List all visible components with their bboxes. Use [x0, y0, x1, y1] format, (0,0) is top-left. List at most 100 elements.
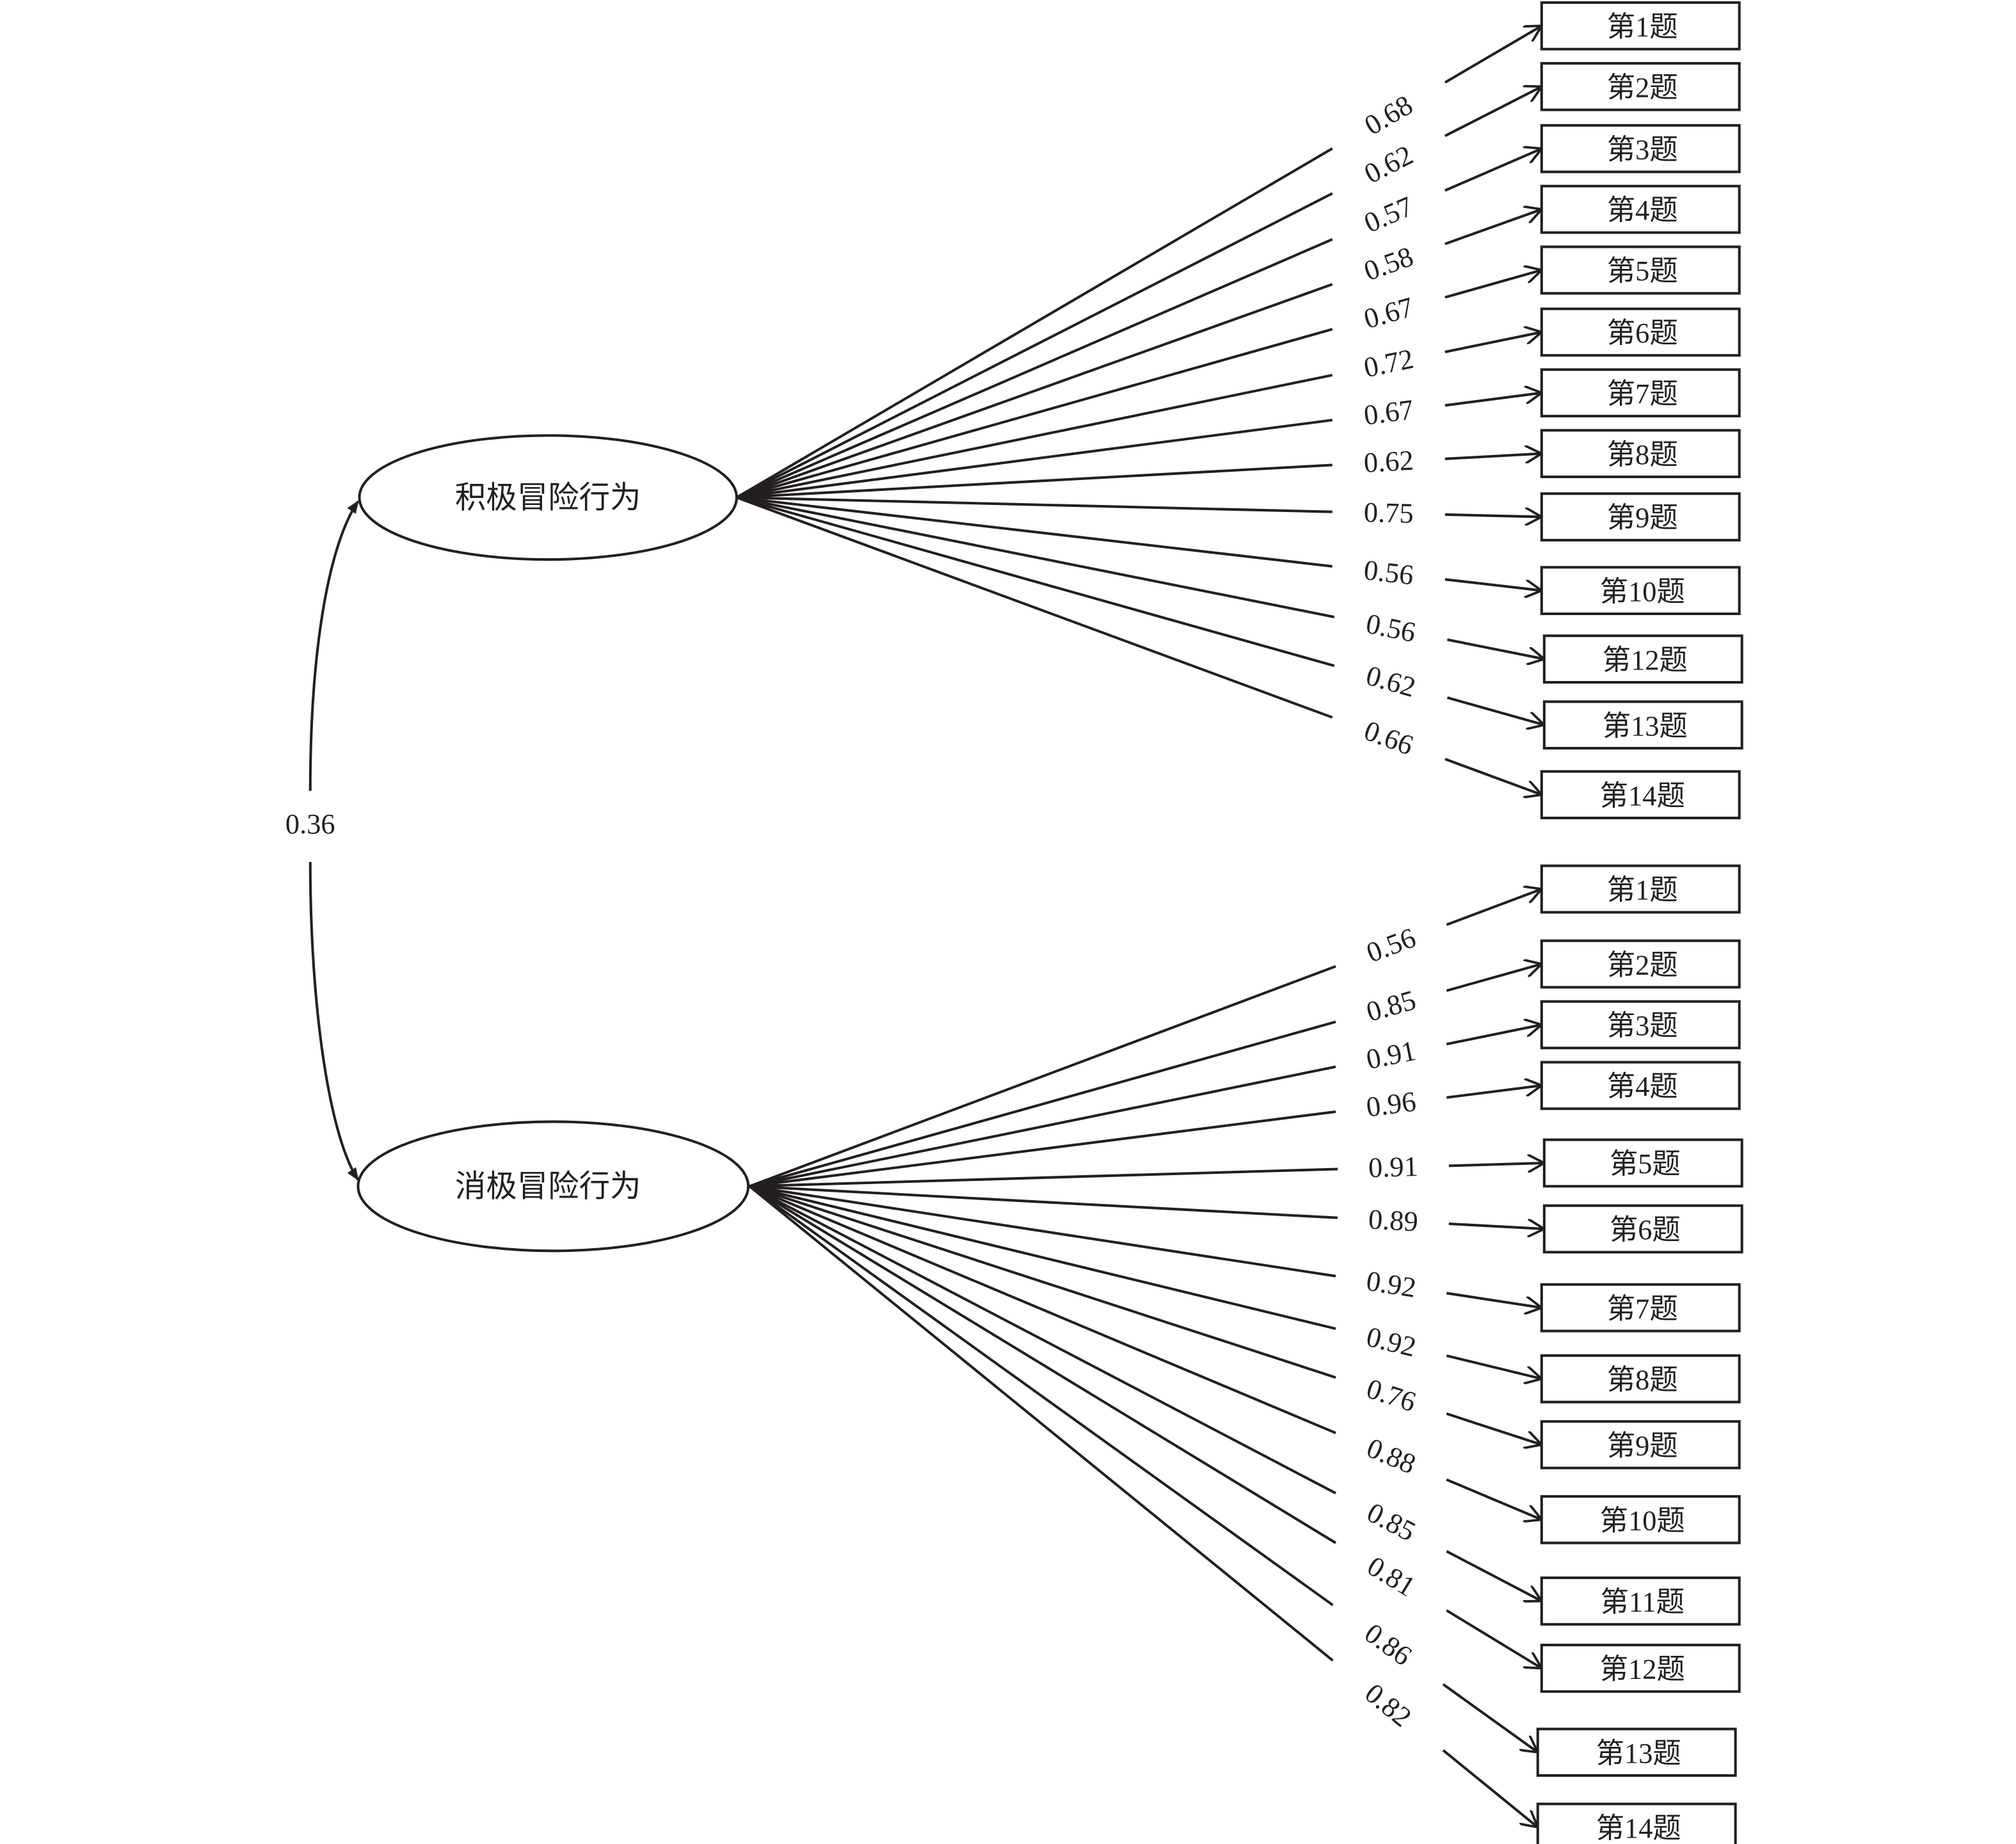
loading-value: 0.67: [1360, 291, 1416, 335]
indicator-label: 第13题: [1603, 710, 1688, 742]
loading-path: [749, 1185, 1338, 1219]
loading-path: [749, 1185, 1337, 1544]
loading-path: [749, 1185, 1336, 1278]
loading-value: 0.56: [1362, 921, 1420, 968]
loading-arrow: [1448, 1163, 1544, 1166]
loading-path: [749, 1167, 1338, 1188]
indicator-label: 第14题: [1596, 1812, 1681, 1844]
loading-arrow: [1444, 454, 1542, 459]
loading-arrow: [1447, 638, 1544, 659]
indicator-box: [1540, 245, 1741, 295]
loading-path: [749, 965, 1336, 1188]
loading-path: [748, 1185, 1334, 1662]
loading-value: 0.96: [1364, 1085, 1418, 1123]
indicator-label: 第11题: [1601, 1586, 1685, 1618]
indicator-box: [1540, 1644, 1741, 1693]
loading-value: 0.62: [1363, 659, 1419, 703]
loading-arrow: [1444, 332, 1542, 353]
loading-path: [736, 238, 1333, 499]
indicator-box: [1540, 184, 1741, 234]
indicator-box: [1542, 1138, 1743, 1188]
loading-value: 0.82: [1359, 1677, 1418, 1733]
indicator-label: 第1题: [1607, 874, 1678, 906]
indicator-label: 第7题: [1607, 1292, 1678, 1324]
loading-arrow: [1446, 1550, 1542, 1601]
loading-path: [749, 1185, 1336, 1330]
loading-value: 0.91: [1368, 1150, 1418, 1183]
loading-arrow: [1446, 1478, 1542, 1520]
indicator-box: [1540, 864, 1741, 914]
loading-arrow: [1444, 758, 1542, 795]
loading-value: 0.85: [1362, 1496, 1421, 1547]
latent-factor-positive: [358, 434, 739, 561]
loading-path: [736, 496, 1335, 668]
indicator-box: [1540, 1354, 1741, 1404]
indicator-label: 第12题: [1600, 1653, 1685, 1685]
correlation-arrow-upper: [308, 500, 360, 791]
indicator-box: [1542, 634, 1743, 684]
loading-arrow: [1446, 964, 1542, 992]
indicator-label: 第1题: [1607, 11, 1678, 43]
latent-factor-negative-label: 消极冒险行为: [455, 1170, 641, 1204]
indicator-label: 第7题: [1607, 378, 1678, 410]
loading-value: 0.91: [1363, 1034, 1418, 1076]
loading-path: [736, 419, 1333, 499]
indicator-box: [1536, 1728, 1737, 1777]
loading-value: 0.56: [1362, 554, 1415, 591]
loading-value: 0.67: [1362, 393, 1416, 431]
loading-arrow: [1446, 1609, 1542, 1668]
indicator-label: 第3题: [1607, 1009, 1678, 1041]
indicator-box: [1540, 770, 1741, 819]
loading-value: 0.58: [1360, 240, 1418, 287]
loading-value: 0.88: [1362, 1431, 1420, 1480]
indicator-box: [1542, 700, 1743, 750]
loading-value: 0.85: [1363, 984, 1419, 1028]
loading-arrow: [1446, 1086, 1542, 1099]
indicator-box: [1540, 1061, 1741, 1110]
indicator-label: 第13题: [1596, 1737, 1681, 1769]
loading-value: 0.86: [1359, 1617, 1418, 1672]
loading-arrow: [1446, 1292, 1542, 1308]
indicator-box: [1540, 566, 1741, 616]
latent-factor-positive-label: 积极冒险行为: [455, 481, 641, 515]
loading-arrow: [1444, 270, 1542, 299]
indicator-box: [1540, 307, 1741, 357]
indicator-box: [1542, 1204, 1743, 1254]
indicator-label: 第8题: [1607, 438, 1678, 470]
indicator-box: [1540, 492, 1741, 541]
loading-arrow: [1446, 1025, 1542, 1046]
loading-value: 0.56: [1363, 607, 1418, 648]
loading-path: [736, 283, 1333, 499]
loading-path: [736, 463, 1332, 499]
loading-path: [736, 374, 1333, 499]
indicator-box: [1540, 1420, 1741, 1470]
indicator-label: 第9题: [1607, 502, 1678, 534]
loading-value: 0.81: [1362, 1550, 1421, 1603]
loading-value: 0.68: [1359, 88, 1418, 141]
loading-path: [736, 496, 1335, 619]
indicator-label: 第14题: [1600, 780, 1685, 812]
loading-value: 0.62: [1359, 139, 1418, 190]
loading-value: 0.62: [1363, 444, 1414, 479]
indicator-label: 第12题: [1603, 644, 1688, 676]
loading-path: [736, 328, 1333, 499]
loading-path: [749, 1185, 1334, 1607]
loading-arrow: [1448, 1224, 1544, 1229]
loading-arrow: [1444, 578, 1542, 590]
indicator-box: [1540, 1576, 1741, 1626]
indicator-box: [1540, 1495, 1741, 1544]
loading-path: [736, 496, 1333, 719]
indicator-label: 第4题: [1607, 194, 1678, 226]
loading-arrow: [1444, 26, 1542, 84]
loading-path: [749, 1185, 1336, 1434]
loading-value: 0.89: [1368, 1203, 1419, 1237]
loading-value: 0.76: [1363, 1372, 1420, 1418]
loading-path: [749, 1185, 1336, 1379]
loading-path: [749, 1110, 1336, 1188]
indicator-label: 第10题: [1600, 1504, 1685, 1536]
loading-arrow: [1444, 393, 1542, 407]
correlation-value: 0.36: [285, 808, 335, 840]
indicator-label: 第5题: [1607, 255, 1678, 287]
indicator-label: 第3题: [1607, 133, 1678, 165]
